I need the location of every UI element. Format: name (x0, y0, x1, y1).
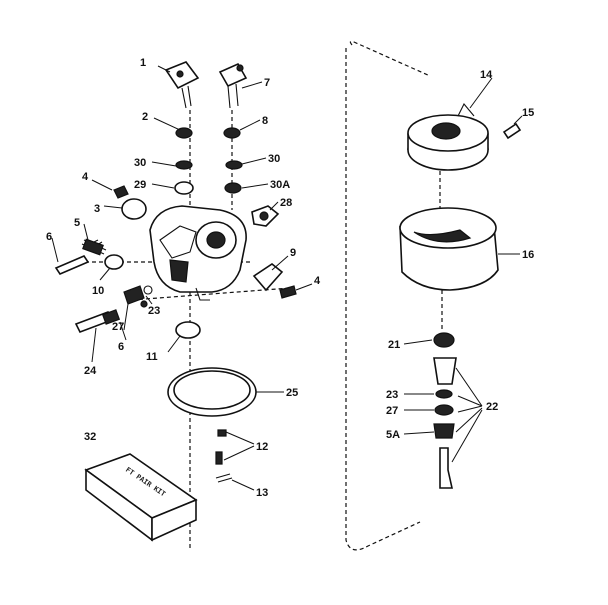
callout-30A: 30A (270, 179, 290, 191)
callout-5: 5 (74, 217, 80, 229)
callout-29: 29 (134, 179, 146, 191)
part-12-pin-a (217, 429, 227, 437)
callout-30-left: 30 (134, 157, 146, 169)
callout-11: 11 (146, 351, 158, 363)
part-1-throttle-lever (164, 61, 200, 109)
callout-27-right: 27 (386, 405, 398, 417)
callout-12: 12 (256, 441, 268, 453)
part-11-gasket (175, 321, 201, 339)
part-22-needle (439, 447, 453, 489)
part-32-repair-kit: FT PAIR KIT (84, 453, 198, 542)
part-22-assembly-top (433, 357, 457, 385)
part-2-spring (175, 127, 193, 139)
callout-30-right: 30 (268, 153, 280, 165)
callout-16: 16 (522, 249, 534, 261)
callout-24: 24 (84, 365, 97, 377)
part-9-plate (252, 263, 284, 292)
dashed-group-boundary (345, 40, 431, 551)
part-13-clip (215, 473, 233, 483)
part-27-washer-right (434, 404, 454, 416)
callout-21: 21 (388, 339, 400, 351)
part-10-oring (104, 254, 124, 270)
callout-5A: 5A (386, 429, 400, 441)
part-23-washer-right (435, 389, 453, 399)
part-5A-spring (433, 423, 455, 439)
part-30-seal-right (225, 160, 243, 170)
part-6-spring-lower (123, 285, 145, 305)
part-6-needle-left (54, 255, 90, 275)
callout-28: 28 (280, 197, 292, 209)
part-12-pin-b (215, 451, 223, 465)
callout-4-right: 4 (314, 275, 321, 287)
callout-14: 14 (480, 69, 493, 81)
callout-13: 13 (256, 487, 268, 499)
part-30-seal-left (175, 160, 193, 170)
callout-4-left: 4 (82, 171, 89, 183)
part-25-bowl-gasket (167, 367, 257, 417)
callout-labels: 1 7 2 8 30 30 29 30A 4 3 28 5 6 9 4 10 2… (46, 57, 534, 499)
callout-23: 23 (148, 305, 160, 317)
part-3-disc (121, 198, 147, 220)
leader-lines (51, 65, 523, 491)
callout-25: 25 (286, 387, 298, 399)
part-30A-seal (224, 182, 242, 194)
callout-10: 10 (92, 285, 104, 297)
callout-23-right: 23 (386, 389, 398, 401)
callout-2: 2 (142, 111, 148, 123)
part-28-fuel-inlet (251, 205, 280, 227)
part-7-choke-shaft (218, 62, 248, 109)
part-14-bowl-cover (407, 103, 489, 171)
callout-9: 9 (290, 247, 296, 259)
part-23-washer (143, 285, 153, 295)
part-4-screw-left (113, 185, 129, 199)
callout-6-lower: 6 (118, 341, 124, 353)
carburetor-body (149, 205, 247, 301)
callout-1: 1 (140, 57, 146, 69)
part-4-screw-right (279, 285, 297, 299)
part-29-seal (174, 181, 194, 195)
part-27-washer (140, 300, 148, 308)
callout-3: 3 (94, 203, 100, 215)
callout-32: 32 (84, 431, 96, 443)
part-21-washer (433, 332, 455, 348)
callout-6-left: 6 (46, 231, 52, 243)
callout-15: 15 (522, 107, 534, 119)
callout-7: 7 (264, 77, 270, 89)
part-8-washer (223, 127, 241, 139)
part-15-pin (502, 122, 522, 140)
callout-27: 27 (112, 321, 124, 333)
part-16-float-bowl (399, 207, 499, 291)
callout-8: 8 (262, 115, 268, 127)
callout-22: 22 (486, 401, 498, 413)
